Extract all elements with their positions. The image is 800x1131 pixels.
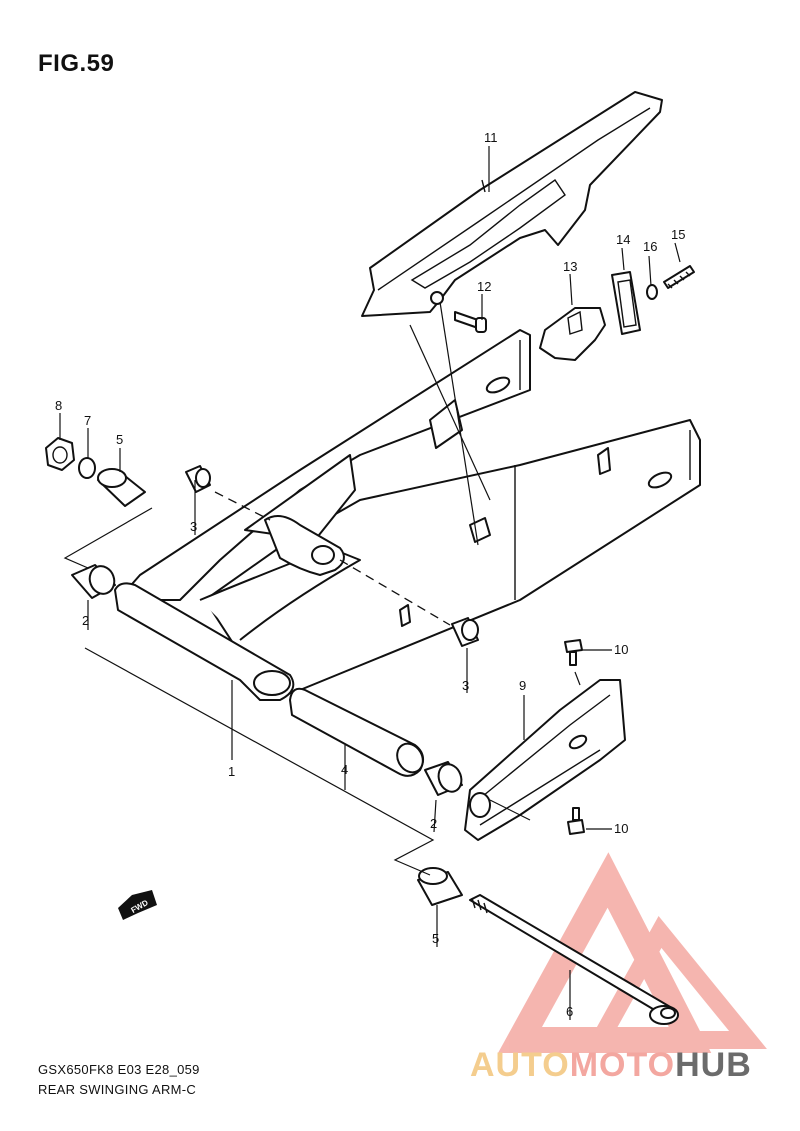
spacer-5-lower xyxy=(417,867,463,906)
swing-arm xyxy=(114,329,701,701)
watermark-logo xyxy=(498,852,767,1053)
callout-9: 9 xyxy=(519,678,526,693)
spacer-5-upper xyxy=(97,468,146,507)
pivot-shaft xyxy=(469,894,679,1025)
drawing-code: GSX650FK8 E03 E28_059 xyxy=(38,1062,200,1077)
callout-10-lower: 10 xyxy=(614,821,628,836)
callout-13: 13 xyxy=(563,259,577,274)
bearing-2-left xyxy=(71,564,116,599)
chain-buffer xyxy=(464,679,626,841)
figure-title: FIG.59 xyxy=(38,50,115,77)
washer-7 xyxy=(78,457,96,479)
screw-10-upper xyxy=(564,639,583,666)
watermark-part-3: HUB xyxy=(675,1046,752,1084)
cushion-rubber xyxy=(611,271,641,335)
chain-case-bracket xyxy=(539,307,606,361)
chain-case xyxy=(361,91,663,317)
callout-5-upper: 5 xyxy=(116,432,123,447)
watermark-part-1: AUTO xyxy=(470,1046,570,1084)
callout-2-upper: 2 xyxy=(82,613,89,628)
drawing-name: REAR SWINGING ARM-C xyxy=(38,1082,197,1097)
callout-4: 4 xyxy=(341,762,348,777)
callout-10-upper: 10 xyxy=(614,642,628,657)
screw-10-lower xyxy=(567,807,585,835)
forward-arrow-icon: FWD xyxy=(118,890,157,920)
leader-lines xyxy=(63,301,581,876)
washer-16 xyxy=(646,284,658,300)
callout-15: 15 xyxy=(671,227,685,242)
callout-ticks xyxy=(59,146,681,1020)
watermark-part-2: MOTO xyxy=(569,1046,676,1084)
bearing-2-right xyxy=(424,761,463,796)
bushing-3-upper xyxy=(185,465,211,493)
callout-7: 7 xyxy=(84,413,91,428)
screw-15 xyxy=(663,265,695,289)
callout-3-lower: 3 xyxy=(462,678,469,693)
callout-2-lower: 2 xyxy=(430,816,437,831)
callout-1: 1 xyxy=(228,764,235,779)
callout-12: 12 xyxy=(477,279,491,294)
bushing-3-lower xyxy=(451,617,479,647)
chain-case-bolt xyxy=(454,311,487,333)
callout-8: 8 xyxy=(55,398,62,413)
callout-16: 16 xyxy=(643,239,657,254)
callout-11: 11 xyxy=(484,130,498,145)
callout-14: 14 xyxy=(616,232,630,247)
nut-8 xyxy=(45,437,75,471)
callout-5-lower: 5 xyxy=(432,931,439,946)
watermark-text: AUTOMOTOHUB xyxy=(470,1046,752,1085)
callout-3-upper: 3 xyxy=(190,519,197,534)
pivot-tube xyxy=(289,687,425,777)
